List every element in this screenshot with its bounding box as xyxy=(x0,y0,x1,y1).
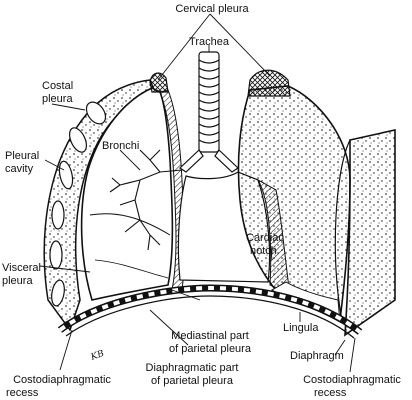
label-cardiac-notch-line2: notch xyxy=(250,245,277,257)
cervical-pleura-left xyxy=(149,72,169,93)
label-costodiaphragmatic-right-line1: Costodiaphragmatic xyxy=(303,374,401,386)
label-costal-pleura-line2: pleura xyxy=(42,93,73,105)
label-cardiac-notch-line1: Cardiac xyxy=(246,232,284,244)
right-lung xyxy=(237,85,351,322)
ribs-left xyxy=(49,101,107,307)
label-mediastinal-line1: Mediastinal part xyxy=(171,330,249,342)
signature: KB xyxy=(89,349,106,363)
label-cervical-pleura: Cervical pleura xyxy=(175,3,249,15)
label-trachea: Trachea xyxy=(189,36,229,48)
leader-lines xyxy=(39,13,356,373)
trachea xyxy=(179,51,239,173)
costal-pleura-flap xyxy=(344,129,396,337)
label-pleural-cavity-line1: Pleural xyxy=(5,150,40,162)
label-mediastinal-line2: of parietal pleura xyxy=(169,343,251,355)
label-diaphragmatic-line1: Diaphragmatic part xyxy=(145,362,239,374)
label-diaphragmatic-line2: of parietal pleura xyxy=(151,375,233,387)
label-costodiaphragmatic-right-line2: recess xyxy=(314,387,347,399)
label-lingula: Lingula xyxy=(283,322,319,334)
label-costal-pleura-line1: Costal xyxy=(42,80,74,92)
label-visceral-pleura-line1: Visceral xyxy=(2,262,41,274)
label-costodiaphragmatic-left-line1: Costodiaphragmatic xyxy=(13,374,111,386)
diaphragmatic-pleura xyxy=(65,295,355,339)
label-costodiaphragmatic-left-line2: recess xyxy=(6,387,39,399)
bronchi-tree xyxy=(109,149,183,251)
label-visceral-pleura-line2: pleura xyxy=(2,275,33,287)
label-pleural-cavity-line2: cavity xyxy=(5,163,34,175)
left-lung xyxy=(80,87,174,301)
left-lung-fissure xyxy=(89,213,171,236)
label-diaphragm: Diaphragm xyxy=(290,350,344,362)
label-bronchi: Bronchi xyxy=(102,140,140,152)
